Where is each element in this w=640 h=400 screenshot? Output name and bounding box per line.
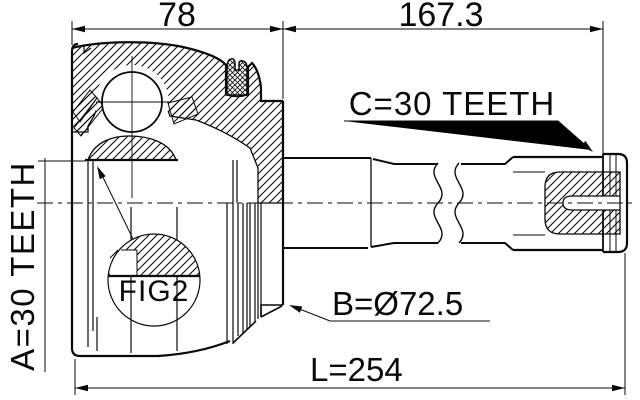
fig2-notch [121,249,138,276]
label-shaft-length: 167.3 [398,0,483,34]
dimension-labels: 78 167.3 C=30 TEETH A=30 TEETH B=Ø72.5 L… [4,0,556,388]
cage-section-right [167,96,199,125]
shaft-edges-right [461,156,514,251]
fig2-circle [107,233,201,327]
bell-exterior-lines [87,160,262,353]
bell-silhouette-top [71,41,283,103]
end-cap-outline [603,152,629,254]
dimension-arrows [72,25,625,392]
label-inner-spline: A=30 TEETH [4,161,41,371]
label-overall-length: L=254 [310,351,403,388]
shaft-edges-left [283,157,438,249]
label-boot-diameter: B=Ø72.5 [332,285,463,322]
spline-root-lines [513,171,545,236]
dimension-lines [38,21,626,395]
fig2-detail-callout: FIG2 [97,166,201,327]
bearing-ball [96,56,170,198]
outer-race-section [70,41,285,358]
label-cup-width: 78 [158,0,196,34]
end-section-hatch [544,171,621,235]
bell-silhouette-left [70,42,231,358]
fig2-leader-arrow [97,166,106,180]
spline-od-edges [513,155,603,252]
boot-clamp-section [226,58,248,98]
rim-notch [83,46,92,55]
fig2-label: FIG2 [119,275,190,308]
spline-end [513,152,629,254]
label-outer-spline: C=30 TEETH [349,85,556,122]
fig2-hatch [108,234,200,276]
